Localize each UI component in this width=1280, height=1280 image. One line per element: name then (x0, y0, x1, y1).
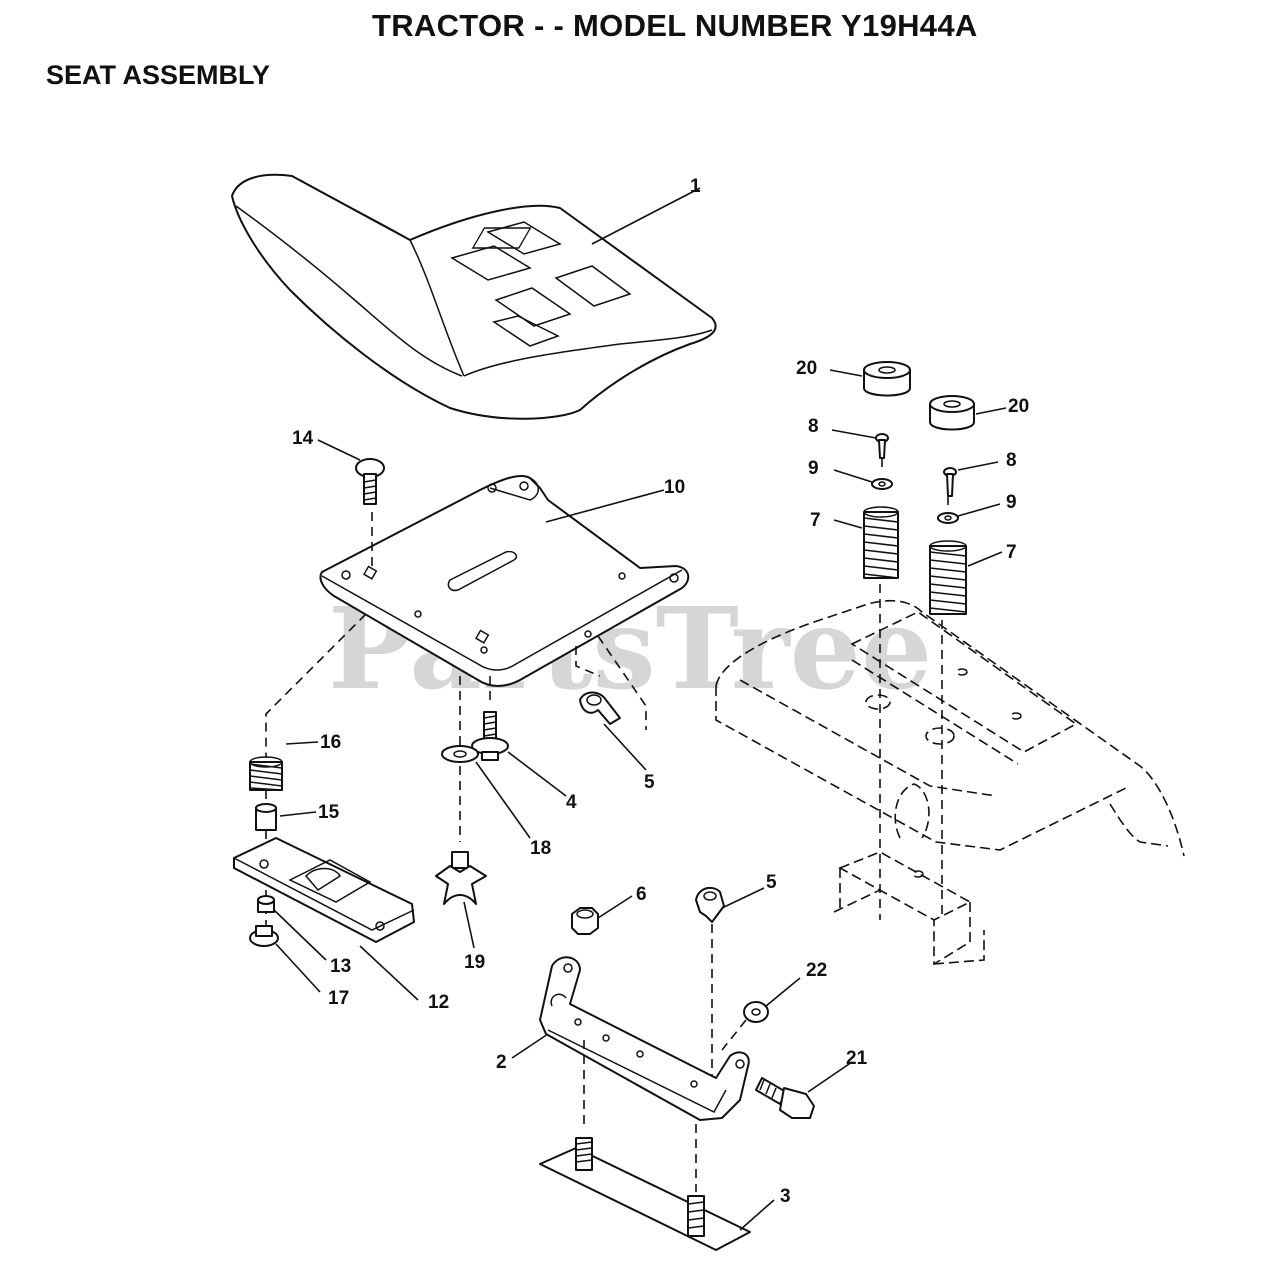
part-hex-nut[interactable] (571, 907, 599, 935)
leader-10 (545, 489, 665, 523)
leader-1 (591, 187, 701, 245)
leader-3 (739, 1199, 775, 1231)
callout-6[interactable]: 6 (636, 884, 647, 905)
leader-19 (463, 901, 475, 949)
leader-9a (833, 469, 873, 483)
assembly-line (265, 613, 367, 758)
part-rubber-bumper-right[interactable] (929, 395, 975, 431)
leader-7a (833, 519, 863, 529)
part-adjustment-knob[interactable] (435, 851, 487, 905)
callout-13[interactable]: 13 (330, 956, 351, 977)
part-clip-left[interactable] (871, 478, 893, 490)
callout-5a[interactable]: 5 (644, 772, 655, 793)
part-seat[interactable] (231, 173, 717, 420)
page-title: TRACTOR - - MODEL NUMBER Y19H44A (372, 8, 978, 43)
leader-6 (597, 895, 633, 919)
leader-5a (603, 723, 647, 771)
leader-16 (285, 741, 319, 745)
callout-1[interactable]: 1 (690, 176, 701, 197)
callout-7a[interactable]: 7 (810, 510, 821, 531)
leader-8a (831, 429, 877, 439)
part-spring-clip-lower[interactable] (695, 886, 725, 923)
part-washer[interactable] (441, 745, 479, 763)
callout-4[interactable]: 4 (566, 792, 577, 813)
leader-20b (975, 407, 1007, 415)
part-small-spring[interactable] (249, 756, 283, 791)
part-clip-right[interactable] (937, 512, 959, 524)
leader-7b (967, 551, 1003, 567)
part-pin-left[interactable] (875, 433, 889, 459)
callout-22[interactable]: 22 (806, 960, 827, 981)
part-seat-spring-left[interactable] (863, 506, 899, 579)
part-spring-clip-upper[interactable] (579, 691, 621, 725)
callout-3[interactable]: 3 (780, 1186, 791, 1207)
leader-17 (275, 943, 321, 993)
callout-21[interactable]: 21 (846, 1048, 868, 1069)
callout-18[interactable]: 18 (530, 838, 551, 859)
leader-8b (957, 461, 999, 471)
tractor-frame-reference (715, 599, 1185, 966)
callout-10[interactable]: 10 (664, 477, 685, 498)
callout-2[interactable]: 2 (496, 1052, 507, 1073)
callout-5b[interactable]: 5 (766, 872, 777, 893)
leader-14 (317, 439, 361, 461)
leader-4 (507, 751, 567, 797)
part-shoulder-bolt[interactable] (471, 711, 509, 761)
callout-17[interactable]: 17 (328, 988, 349, 1009)
callout-16[interactable]: 16 (320, 732, 341, 753)
part-slide-plate[interactable] (233, 837, 415, 943)
part-pivot-bolt[interactable] (755, 1077, 815, 1119)
callout-8a[interactable]: 8 (808, 416, 819, 437)
part-pin-right[interactable] (943, 467, 957, 497)
part-small-nut[interactable] (257, 895, 275, 913)
leader-13 (273, 909, 327, 961)
callout-7b[interactable]: 7 (1006, 542, 1017, 563)
callout-20a[interactable]: 20 (796, 358, 817, 379)
part-pivot-bracket[interactable] (539, 956, 750, 1121)
leader-18 (475, 761, 531, 839)
leader-5b (721, 887, 765, 909)
leader-21 (807, 1061, 853, 1093)
leader-9b (957, 503, 1001, 517)
leader-12 (359, 945, 419, 1001)
leader-22 (765, 977, 801, 1007)
part-seat-spring-right[interactable] (929, 540, 967, 615)
callout-12[interactable]: 12 (428, 992, 449, 1013)
assembly-line (575, 646, 601, 677)
leader-2 (511, 1033, 549, 1059)
part-rubber-bumper-left[interactable] (863, 361, 911, 397)
part-spacer[interactable] (255, 803, 277, 831)
callout-9a[interactable]: 9 (808, 458, 819, 479)
part-carriage-bolt[interactable] (355, 458, 385, 505)
part-mounting-plate[interactable] (539, 1137, 751, 1251)
part-seat-pan[interactable] (319, 474, 690, 687)
section-title: SEAT ASSEMBLY (46, 60, 271, 90)
callout-15[interactable]: 15 (318, 802, 340, 823)
callout-19[interactable]: 19 (464, 952, 485, 973)
callout-8b[interactable]: 8 (1006, 450, 1017, 471)
leader-15 (279, 811, 317, 817)
part-bushing[interactable] (743, 1001, 769, 1023)
callout-9b[interactable]: 9 (1006, 492, 1017, 513)
assembly-line (721, 1019, 747, 1051)
callout-14[interactable]: 14 (292, 428, 314, 449)
leader-20a (829, 369, 863, 377)
part-flange-nut[interactable] (249, 925, 279, 947)
callout-20b[interactable]: 20 (1008, 396, 1029, 417)
